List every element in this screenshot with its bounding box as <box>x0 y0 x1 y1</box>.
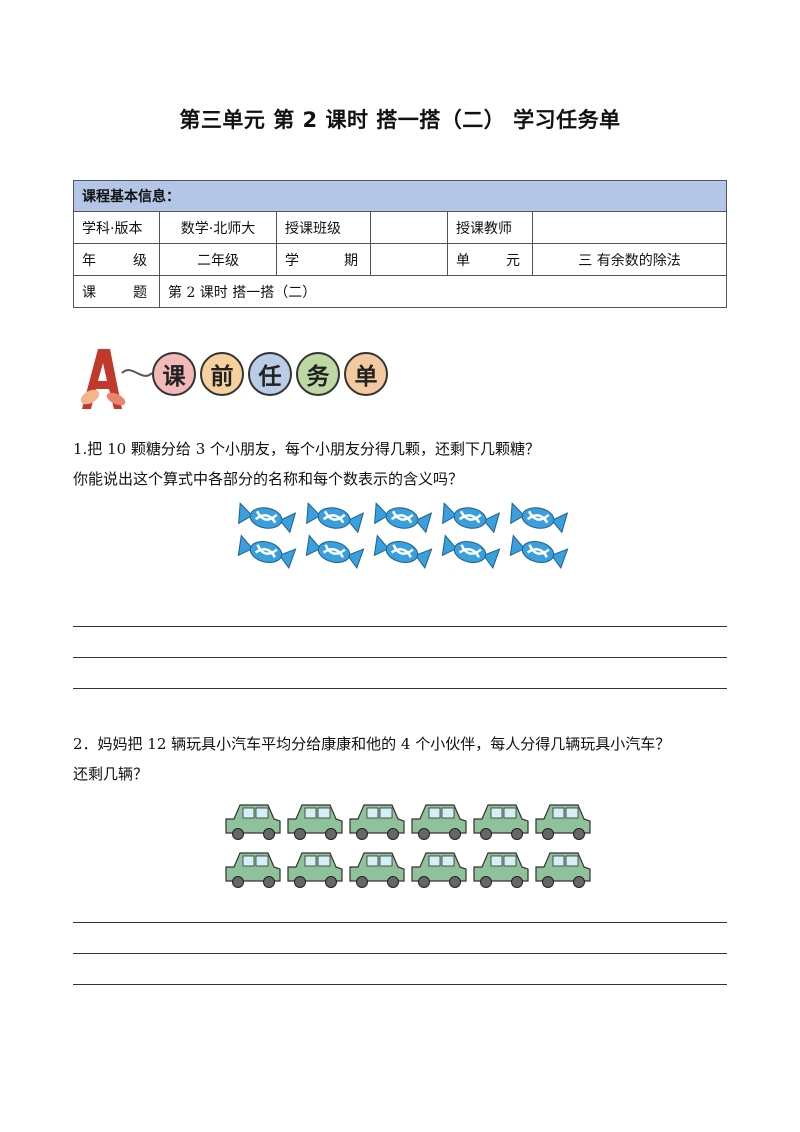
course-info-table: 课程基本信息： 学科·版本 数学·北师大 授课班级 授课教师 年级 二年级 学期… <box>73 180 727 308</box>
question-1-line-2: 你能说出这个算式中各部分的名称和每个数表示的含义吗？ <box>73 470 464 488</box>
candy-icon <box>238 502 297 534</box>
teacher-value[interactable] <box>532 211 727 244</box>
class-label: 授课班级 <box>276 211 371 244</box>
car-icon <box>349 804 405 840</box>
semester-label: 学期 <box>276 243 371 276</box>
page-title: 第三单元 第 2 课时 搭一搭（二） 学习任务单 <box>179 108 621 132</box>
candy-icon <box>374 502 433 534</box>
car-icon <box>225 804 281 840</box>
banner-char: 课 <box>152 352 196 396</box>
car-icon <box>287 852 343 888</box>
car-icon <box>535 852 591 888</box>
table-row: 年级 二年级 学期 单元 三 有余数的除法 <box>73 243 727 276</box>
answer-line[interactable] <box>73 657 727 658</box>
answer-line[interactable] <box>73 688 727 689</box>
car-icon <box>225 852 281 888</box>
table-row: 课题 第 2 课时 搭一搭（二） <box>73 275 727 308</box>
car-illustration <box>225 804 591 888</box>
banner-decoration <box>80 349 153 409</box>
car-icon <box>287 804 343 840</box>
unit-label: 单元 <box>447 243 533 276</box>
teacher-label: 授课教师 <box>447 211 533 244</box>
answer-line[interactable] <box>73 626 727 627</box>
topic-value: 第 2 课时 搭一搭（二） <box>159 275 727 308</box>
banner-bubbles: 课 前 任 务 单 <box>152 352 388 396</box>
car-icon <box>349 852 405 888</box>
candy-icon <box>373 534 433 570</box>
question-1-line-1: 1.把 10 颗糖分给 3 个小朋友，每个小朋友分得几颗，还剩下几颗糖？ <box>73 440 541 458</box>
car-icon <box>473 852 529 888</box>
car-icon <box>535 804 591 840</box>
candy-icon <box>306 502 365 534</box>
candy-icon <box>509 534 569 570</box>
class-value[interactable] <box>370 211 448 244</box>
banner-char: 前 <box>200 352 244 396</box>
car-icon <box>411 804 467 840</box>
answer-line[interactable] <box>73 984 727 985</box>
candy-illustration <box>237 502 569 570</box>
candy-icon <box>510 502 569 534</box>
car-icon <box>473 804 529 840</box>
leaf-icon <box>106 392 126 406</box>
car-icon <box>411 852 467 888</box>
swirl-line <box>121 369 153 377</box>
candy-icon <box>442 502 501 534</box>
candy-icon <box>237 534 297 570</box>
leaf-icon <box>80 389 100 405</box>
candy-icon <box>441 534 501 570</box>
semester-value[interactable] <box>370 243 448 276</box>
grade-label: 年级 <box>73 243 160 276</box>
subject-value: 数学·北师大 <box>159 211 277 244</box>
question-2-line-2: 还剩几辆？ <box>73 765 149 783</box>
topic-label: 课题 <box>73 275 160 308</box>
question-2-line-1: 2．妈妈把 12 辆玩具小汽车平均分给康康和他的 4 个小伙伴，每人分得几辆玩具… <box>73 735 671 753</box>
candy-icon <box>305 534 365 570</box>
answer-line[interactable] <box>73 953 727 954</box>
table-row: 学科·版本 数学·北师大 授课班级 授课教师 <box>73 211 727 244</box>
banner-char: 单 <box>344 352 388 396</box>
banner-char: 任 <box>248 352 292 396</box>
banner-char: 务 <box>296 352 340 396</box>
subject-label: 学科·版本 <box>73 211 160 244</box>
unit-value: 三 有余数的除法 <box>532 243 727 276</box>
answer-line[interactable] <box>73 922 727 923</box>
grade-value: 二年级 <box>159 243 277 276</box>
table-header: 课程基本信息： <box>73 180 727 212</box>
